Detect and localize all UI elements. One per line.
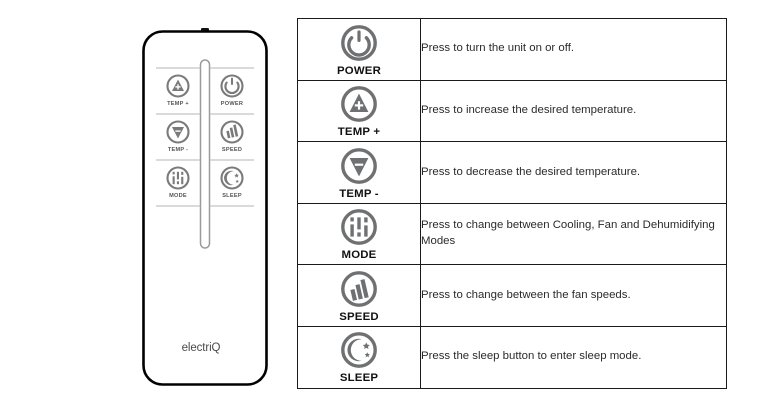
brand-logo-text: electriQ <box>182 342 221 354</box>
remote-label-temp-minus: TEMP - <box>168 147 188 153</box>
table-row: MODE Press to change between Cooling, Fa… <box>297 202 727 266</box>
temp-down-icon <box>341 147 377 184</box>
brand-logo: electriQ <box>182 342 221 354</box>
power-icon <box>220 74 244 98</box>
remote-button-temp-plus[interactable]: TEMP + <box>166 74 190 108</box>
legend-icon-cell-temp-minus: TEMP - <box>297 141 421 204</box>
legend-icon-cell-speed: SPEED <box>297 264 421 327</box>
temp-down-icon <box>166 120 190 144</box>
remote-label-power: POWER <box>221 101 243 107</box>
sleep-icon <box>341 332 377 369</box>
table-row: SLEEP Press the sleep button to enter sl… <box>297 325 727 389</box>
remote-label-temp-plus: TEMP + <box>167 101 189 107</box>
table-row: POWER Press to turn the unit on or off. <box>297 18 727 81</box>
mode-icon <box>341 209 377 246</box>
legend-desc-cell-speed: Press to change between the fan speeds. <box>420 264 727 327</box>
legend-button-name: POWER <box>336 64 382 77</box>
legend-button-name: TEMP - <box>339 187 379 200</box>
remote-button-temp-minus[interactable]: TEMP - <box>166 120 190 154</box>
legend-icon-cell-power: POWER <box>297 18 421 81</box>
legend-desc-cell-temp-minus: Press to decrease the desired temperatur… <box>420 141 727 204</box>
legend-description: Press the sleep button to enter sleep mo… <box>421 350 642 363</box>
mode-icon <box>166 166 190 190</box>
speed-icon <box>220 120 244 144</box>
remote-button-mode[interactable]: MODE <box>166 166 190 200</box>
legend-icon-cell-mode: MODE <box>297 202 421 266</box>
legend-icon-cell-temp-plus: TEMP + <box>297 79 421 143</box>
sleep-icon <box>220 166 244 190</box>
legend-button-name: TEMP + <box>337 126 381 139</box>
remote-button-power[interactable]: POWER <box>220 74 244 108</box>
legend-desc-cell-temp-plus: Press to increase the desired temperatur… <box>420 79 727 143</box>
table-row: TEMP + Press to increase the desired tem… <box>297 79 727 143</box>
temp-up-icon <box>166 74 190 98</box>
remote-label-speed: SPEED <box>222 147 242 153</box>
center-divider <box>199 59 211 249</box>
legend-desc-cell-mode: Press to change between Cooling, Fan and… <box>420 202 727 266</box>
legend-description: Press to increase the desired temperatur… <box>421 104 637 117</box>
remote-button-sleep[interactable]: SLEEP <box>220 166 244 200</box>
speed-icon <box>341 270 377 307</box>
legend-description: Press to change between the fan speeds. <box>421 288 631 301</box>
legend-desc-cell-power: Press to turn the unit on or off. <box>420 18 727 81</box>
remote-control-figure: TEMP + TEMP - MODE <box>140 28 270 388</box>
legend-description: Press to change between Cooling, Fan and… <box>421 219 715 248</box>
temp-up-icon <box>341 86 377 123</box>
legend-desc-cell-sleep: Press the sleep button to enter sleep mo… <box>420 325 727 389</box>
remote-label-sleep: SLEEP <box>222 193 242 199</box>
legend-icon-cell-sleep: SLEEP <box>297 325 421 389</box>
table-row: TEMP - Press to decrease the desired tem… <box>297 141 727 204</box>
legend-button-name: MODE <box>341 249 377 262</box>
remote-button-speed[interactable]: SPEED <box>220 120 244 154</box>
remote-label-mode: MODE <box>169 193 187 199</box>
legend-description: Press to turn the unit on or off. <box>421 42 575 55</box>
power-icon <box>341 24 377 61</box>
legend-button-name: SLEEP <box>339 372 379 385</box>
table-row: SPEED Press to change between the fan sp… <box>297 264 727 327</box>
legend-description: Press to decrease the desired temperatur… <box>421 165 641 178</box>
button-legend-table: POWER Press to turn the unit on or off. … <box>297 18 727 389</box>
legend-button-name: SPEED <box>339 310 379 323</box>
